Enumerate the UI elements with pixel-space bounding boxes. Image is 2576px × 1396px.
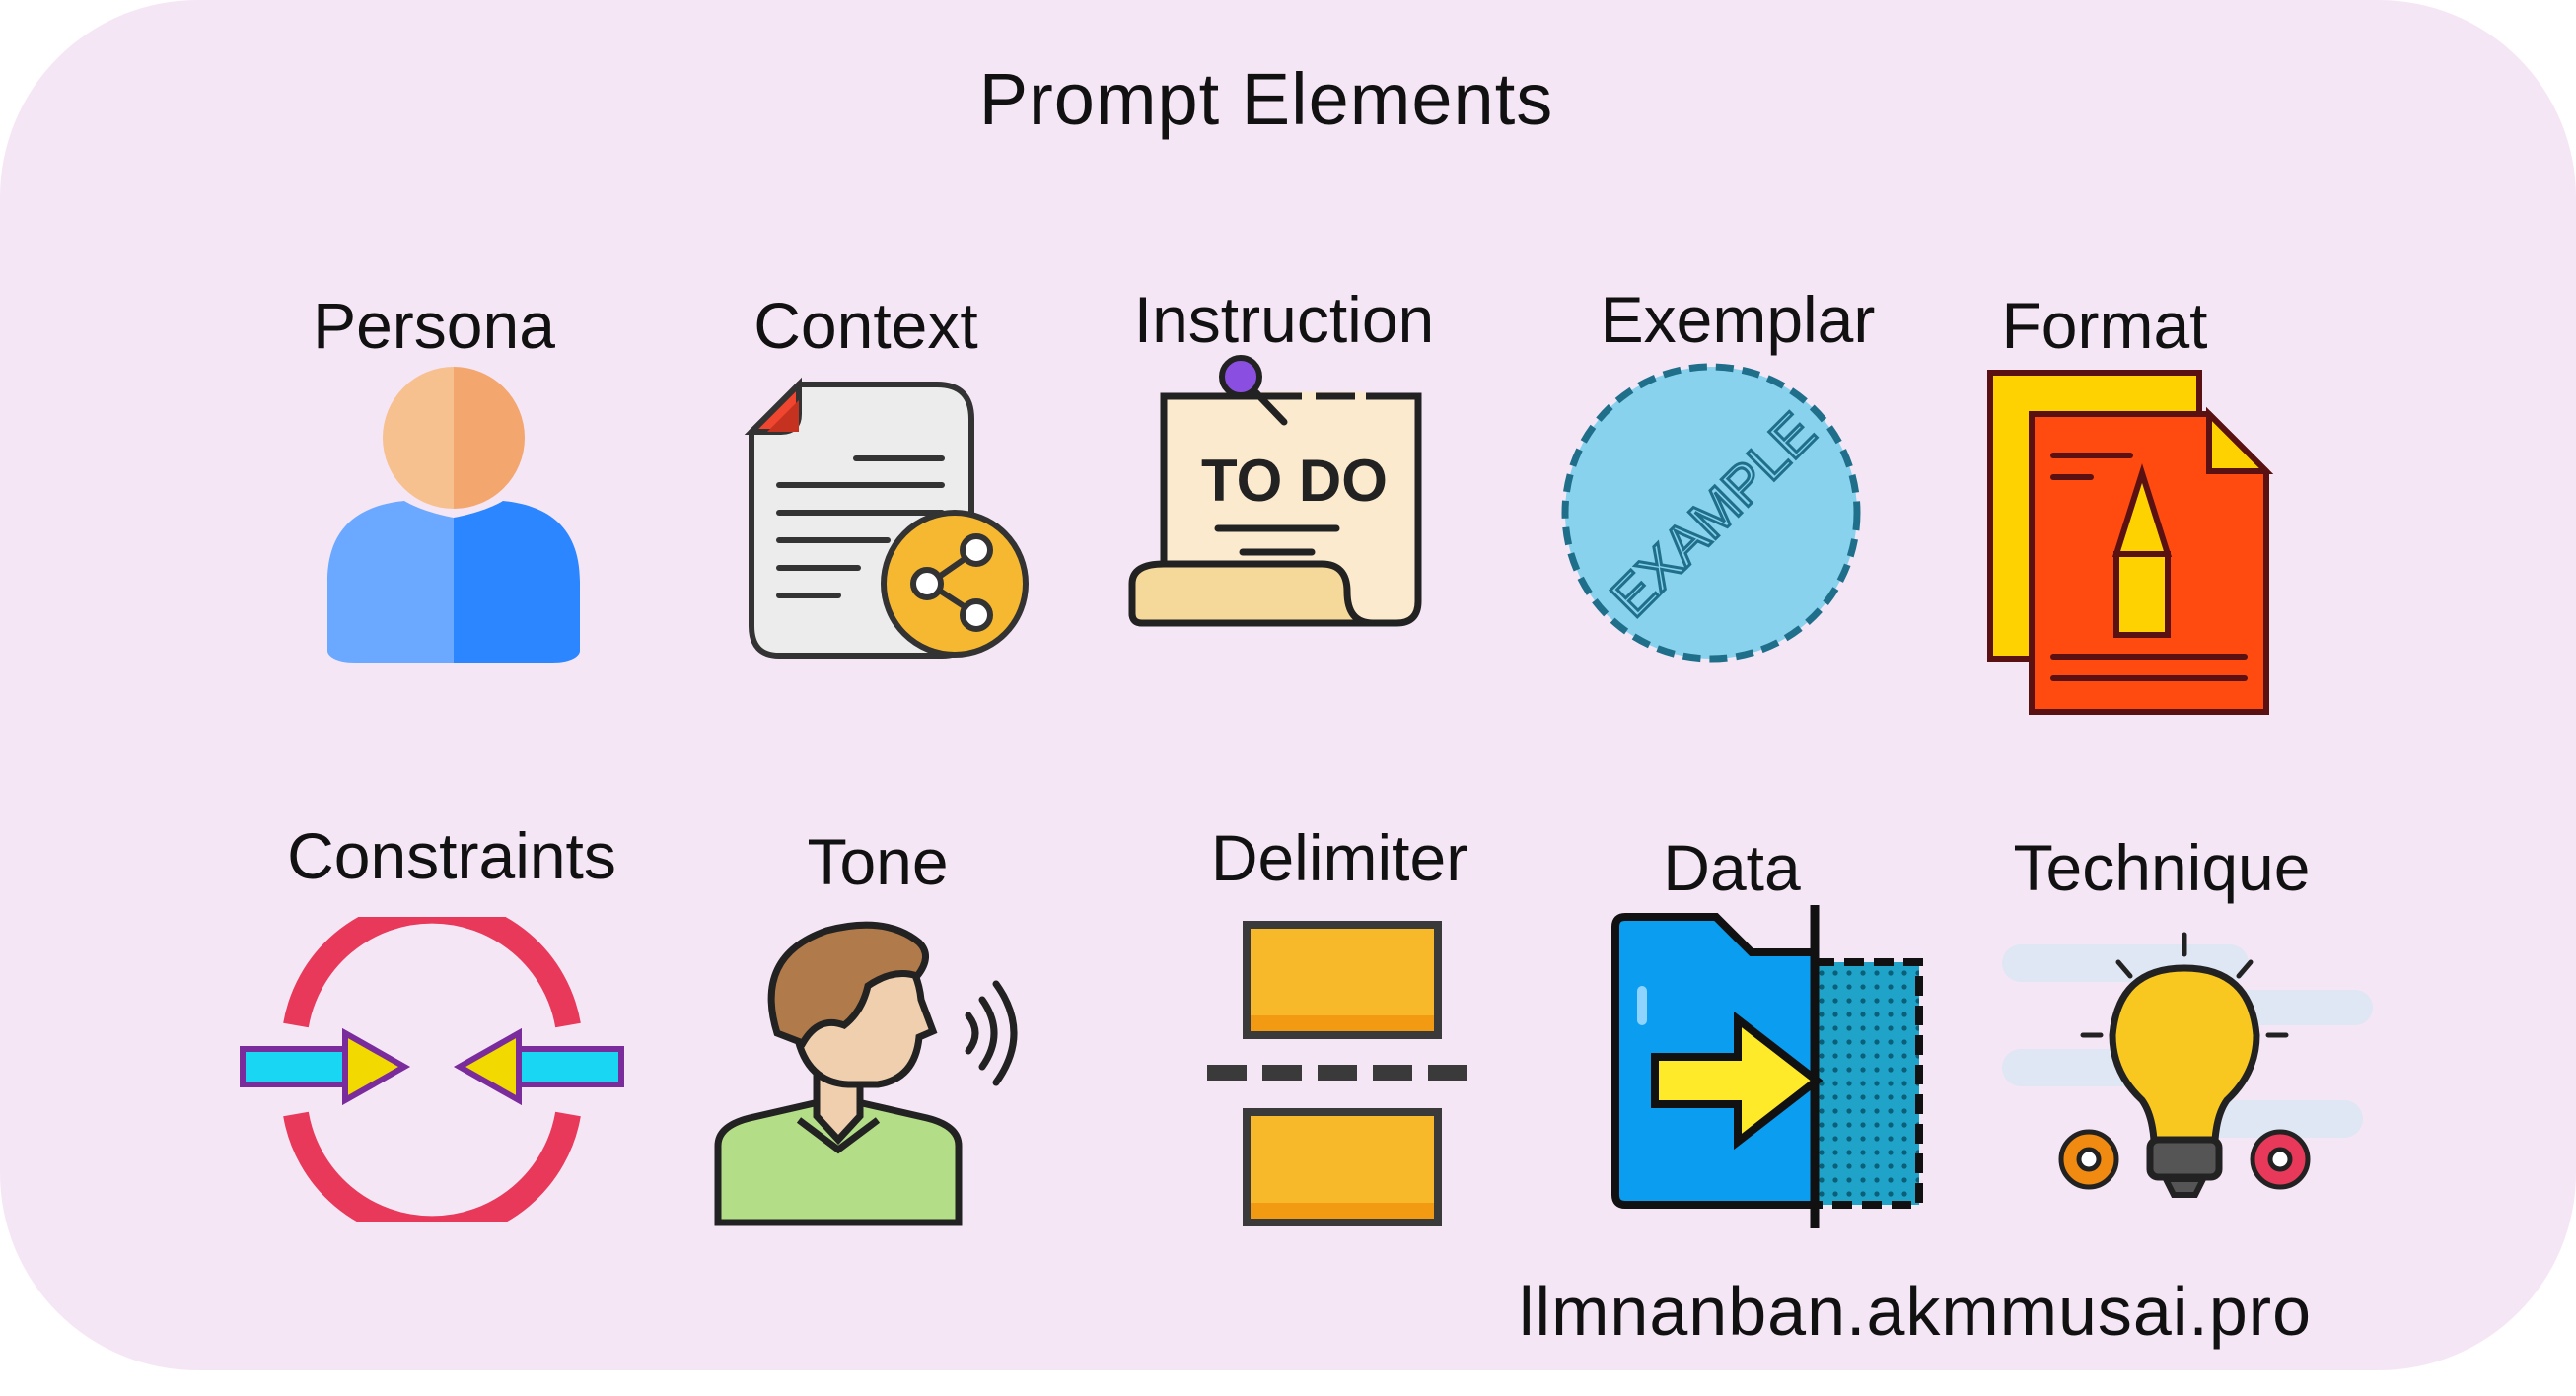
label-exemplar: Exemplar [1600,283,1876,356]
website-url: llmnanban.akmmusai.pro [1519,1273,2313,1350]
label-data: Data [1663,831,1801,904]
delimiter-blocks-icon [1207,921,1467,1226]
diagram-title: Prompt Elements [978,58,1554,140]
lightbulb-gears-icon [2002,932,2373,1198]
label-technique: Technique [2013,831,2311,904]
example-stamp-icon: EXAMPLE [1561,363,1861,663]
label-format: Format [2001,289,2208,362]
format-documents-icon [1987,370,2274,715]
label-tone: Tone [807,825,949,898]
speaking-person-icon [714,921,1018,1226]
constraints-arrows-icon [240,917,624,1222]
person-icon [327,367,580,663]
label-delimiter: Delimiter [1210,821,1468,894]
document-share-icon [744,377,1029,659]
label-constraints: Constraints [287,819,616,892]
todo-note-icon: TO DO [1128,355,1422,627]
label-context: Context [753,289,978,362]
label-persona: Persona [313,289,555,362]
data-folder-icon [1611,905,1923,1228]
svg-text:TO DO: TO DO [1201,448,1388,514]
label-instruction: Instruction [1133,283,1435,356]
